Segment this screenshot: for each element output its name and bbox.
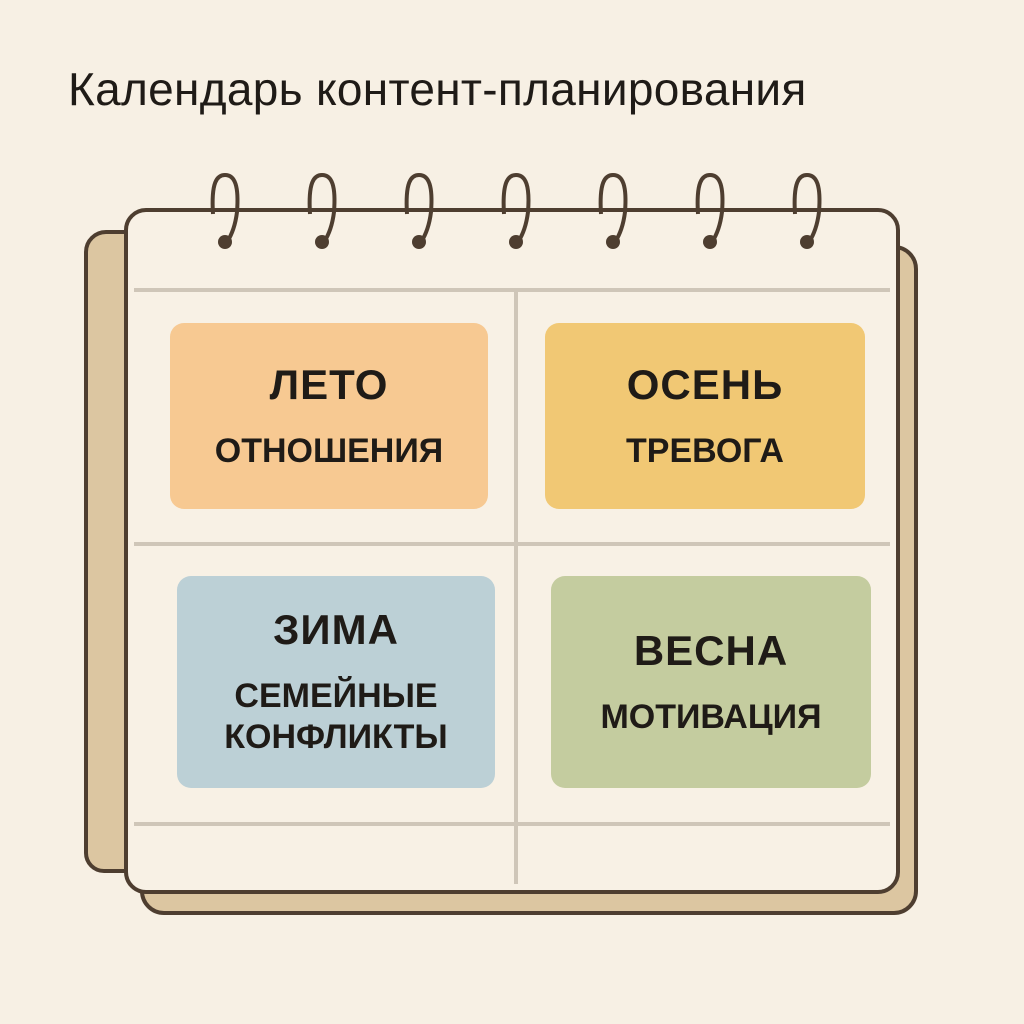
grid-line (134, 542, 890, 546)
grid-line (514, 290, 518, 884)
topic-label: ОТНОШЕНИЯ (214, 431, 444, 470)
binder-ring-icon (307, 172, 337, 249)
grid-line (134, 822, 890, 826)
binder-ring-icon (598, 172, 628, 249)
topic-label: ТРЕВОГА (626, 431, 784, 470)
season-card-spring: ВЕСНА МОТИВАЦИЯ (551, 576, 871, 788)
season-card-summer: ЛЕТО ОТНОШЕНИЯ (170, 323, 488, 509)
binder-ring-icon (501, 172, 531, 249)
season-card-autumn: ОСЕНЬ ТРЕВОГА (545, 323, 865, 509)
season-label: ОСЕНЬ (626, 360, 784, 408)
binder-ring-icon (210, 172, 240, 249)
binder-ring-icon (695, 172, 725, 249)
season-label: ЛЕТО (269, 360, 389, 408)
topic-label: СЕМЕЙНЫЕ КОНФЛИКТЫ (224, 677, 448, 756)
page-title: Календарь контент-планирования (68, 63, 807, 115)
topic-label: МОТИВАЦИЯ (600, 697, 822, 736)
season-card-winter: ЗИМА СЕМЕЙНЫЕ КОНФЛИКТЫ (177, 576, 495, 788)
calendar-page (124, 208, 900, 894)
season-label: ЗИМА (273, 606, 399, 654)
season-label: ВЕСНА (633, 626, 789, 674)
binder-ring-icon (792, 172, 822, 249)
grid-line (134, 288, 890, 292)
binder-ring-icon (404, 172, 434, 249)
